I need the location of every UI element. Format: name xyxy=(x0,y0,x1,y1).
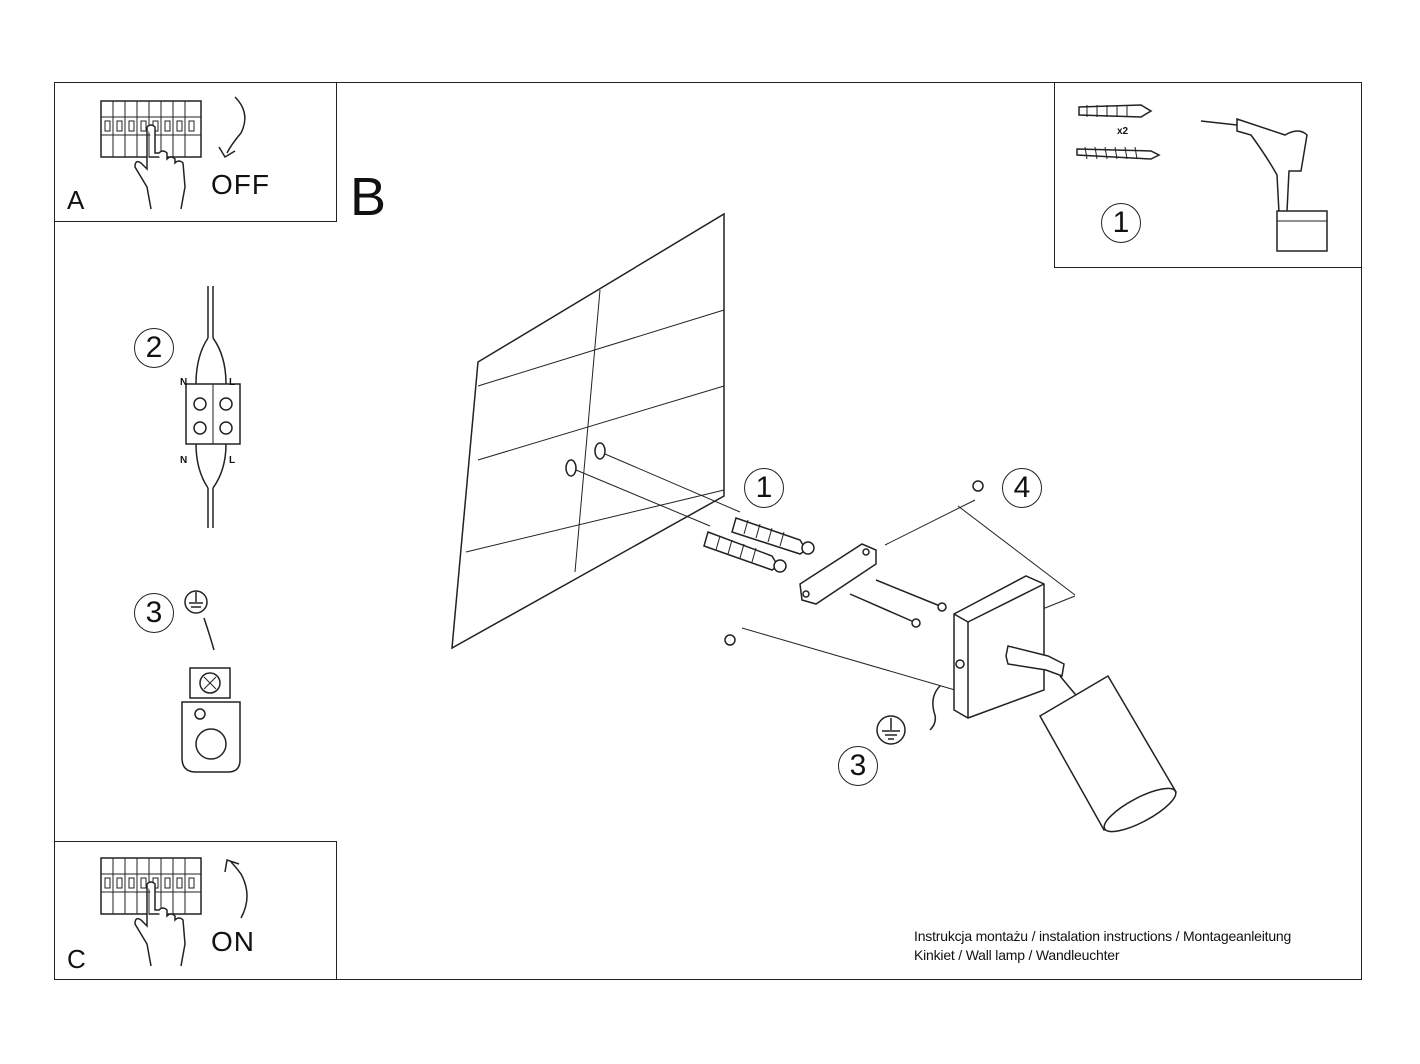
step-a-letter: A xyxy=(67,185,85,215)
live-label-top: L xyxy=(229,377,236,388)
callout-1-tools: 1 xyxy=(1101,203,1141,243)
step-c-letter: C xyxy=(67,944,86,974)
drill-hole xyxy=(594,442,606,460)
tools-illustration xyxy=(1076,104,1328,252)
power-off-label: OFF xyxy=(211,169,270,200)
drill-icon xyxy=(1200,117,1328,252)
breaker-off-illustration xyxy=(100,96,246,210)
wall-plane xyxy=(451,212,725,650)
live-label-bottom: L xyxy=(229,455,236,466)
screw-icon xyxy=(875,579,947,612)
screw-icon xyxy=(1076,146,1161,160)
callout-3-ground-left: 3 xyxy=(134,593,174,633)
callout-1-wall-plugs: 1 xyxy=(744,468,784,508)
arrow-up-icon xyxy=(224,859,248,919)
drill-hole xyxy=(565,459,577,477)
caption-instructions: Instrukcja montażu / instalation instruc… xyxy=(914,928,1292,944)
callout-3-ground-lamp: 3 xyxy=(838,746,878,786)
ground-terminal-icon xyxy=(181,667,241,773)
screw-icon xyxy=(724,634,736,646)
wall-lamp-icon xyxy=(953,575,1178,833)
guide-lines xyxy=(575,453,1076,691)
hand-icon xyxy=(134,124,186,210)
ground-symbol-icon xyxy=(876,715,906,745)
wall-plug-icon xyxy=(731,517,815,555)
screw-icon xyxy=(849,593,921,628)
wall-plug-icon xyxy=(703,531,787,573)
arrow-down-icon xyxy=(218,96,246,159)
step-b-letter: B xyxy=(350,167,387,227)
bracket-hole xyxy=(802,590,810,598)
bracket-hole xyxy=(862,548,870,556)
mounting-bracket-icon xyxy=(799,543,877,605)
breaker-panel-icon xyxy=(100,100,202,158)
step-a-panel: A OFF xyxy=(54,82,337,222)
terminal-block-icon xyxy=(185,286,241,528)
ground-wire xyxy=(929,685,941,731)
step-c-panel: C ON xyxy=(54,841,337,980)
power-on-label: ON xyxy=(211,926,255,957)
callout-4-screws: 4 xyxy=(1002,468,1042,508)
screw-icon xyxy=(972,480,984,492)
ground-symbol-icon xyxy=(184,590,208,614)
ground-wire xyxy=(203,617,215,651)
tools-panel: x2 1 xyxy=(1054,82,1362,268)
neutral-label-top: N xyxy=(180,377,188,388)
wall-plug-icon xyxy=(1078,104,1153,118)
caption-product: Kinkiet / Wall lamp / Wandleuchter xyxy=(914,947,1120,963)
quantity-label: x2 xyxy=(1117,126,1129,137)
breaker-on-illustration xyxy=(100,857,248,967)
neutral-label-bottom: N xyxy=(180,455,188,466)
hand-icon xyxy=(134,881,186,967)
callout-2-wiring: 2 xyxy=(134,328,174,368)
instruction-sheet-frame xyxy=(54,82,1362,980)
